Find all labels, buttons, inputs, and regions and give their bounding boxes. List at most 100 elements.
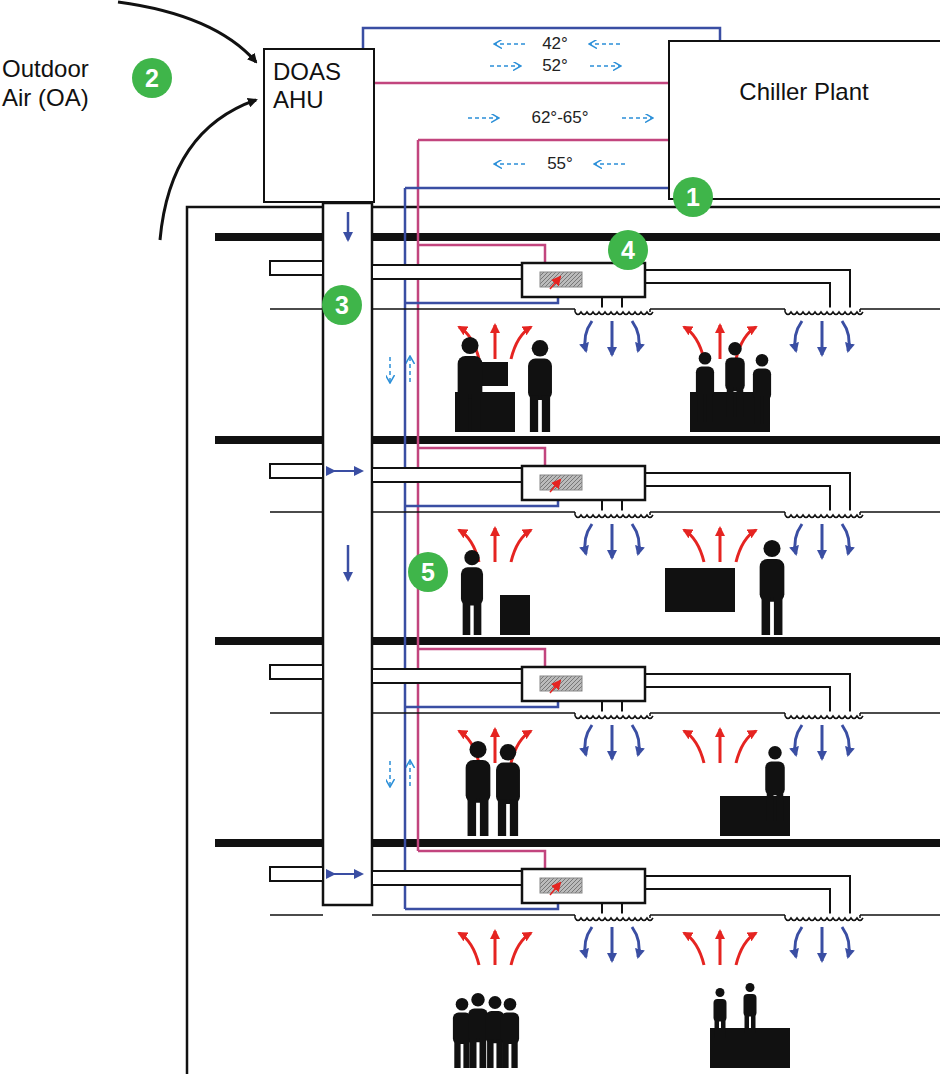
person-silhouette <box>500 744 517 761</box>
temperature-label: 55° <box>544 154 576 174</box>
ceiling-line <box>270 712 940 714</box>
heat-arrow <box>719 729 722 763</box>
water-flow-arrow <box>409 761 411 786</box>
cool-air-arrow <box>842 524 849 554</box>
heat-arrow <box>550 277 560 289</box>
person-silhouette <box>716 988 725 997</box>
callout-number: 3 <box>322 285 362 325</box>
person-silhouette <box>756 354 769 367</box>
person-silhouette <box>721 1018 726 1038</box>
duct <box>602 297 622 309</box>
heat-arrow <box>494 729 497 763</box>
person-silhouette <box>768 746 782 760</box>
diffuser <box>575 515 653 518</box>
air-flow-arrow <box>347 212 350 240</box>
flow-direction-arrows <box>468 44 652 164</box>
cool-air-arrow <box>611 725 614 759</box>
person-silhouette <box>461 337 478 354</box>
person-silhouette <box>728 342 742 356</box>
return-branch <box>418 245 545 263</box>
cool-air-arrow <box>585 321 592 351</box>
diffuser <box>785 515 863 518</box>
person-silhouette <box>472 394 481 432</box>
person-silhouette <box>456 998 469 1011</box>
person-silhouette <box>510 799 518 836</box>
cool-air-arrow <box>795 524 802 554</box>
heat-arrow <box>736 933 756 965</box>
person-silhouette <box>745 1013 750 1033</box>
person-silhouette <box>765 762 785 796</box>
air-flow-arrow <box>347 545 350 580</box>
diffuser <box>575 915 860 918</box>
supply-riser <box>404 188 407 909</box>
heat-arrow <box>550 883 560 895</box>
person-silhouette <box>502 1040 508 1068</box>
heat-arrow <box>736 731 756 763</box>
person-silhouette <box>511 1040 517 1068</box>
person-silhouette <box>760 559 785 602</box>
person-silhouette <box>767 791 774 821</box>
duct-stub <box>270 464 323 478</box>
person-silhouette <box>777 791 784 821</box>
heat-arrow <box>459 327 479 359</box>
return-pipe <box>418 139 668 142</box>
water-flow-arrow <box>389 761 391 786</box>
person-silhouette <box>474 601 482 635</box>
diffuser <box>575 716 653 719</box>
person-silhouette <box>532 340 549 357</box>
ceiling-line <box>270 914 940 916</box>
person-silhouette <box>480 798 489 836</box>
callout-number: 1 <box>673 177 713 217</box>
person-silhouette <box>751 1013 756 1033</box>
person-silhouette <box>466 760 491 803</box>
cool-air-arrow <box>611 321 614 355</box>
cool-air-arrow <box>632 321 639 351</box>
cool-air-arrow <box>842 725 849 755</box>
cool-air-arrow <box>795 321 802 351</box>
person-silhouette <box>737 387 744 417</box>
temperature-label: 62°-65° <box>528 108 591 128</box>
return-branch <box>418 851 545 869</box>
diffuser <box>575 309 860 312</box>
duct <box>645 473 850 512</box>
person-silhouette <box>727 387 734 417</box>
node-label: Chiller Plant <box>739 78 869 106</box>
ceiling-gap <box>575 712 860 715</box>
coil <box>540 272 582 287</box>
cool-air-arrow <box>821 321 824 355</box>
diffuser <box>785 312 863 315</box>
person-silhouette <box>504 998 517 1011</box>
person-silhouette <box>763 540 780 557</box>
person-silhouette <box>542 395 550 432</box>
person-silhouette <box>471 993 485 1007</box>
duct <box>372 669 522 683</box>
heat-arrow <box>550 681 560 693</box>
diffuser <box>785 716 863 719</box>
building-outline <box>187 207 940 1074</box>
heat-arrow <box>511 933 531 965</box>
duct <box>645 876 850 915</box>
person-silhouette <box>463 601 471 635</box>
person-silhouette <box>464 550 479 565</box>
person-silhouette <box>706 394 712 422</box>
temperature-label: 52° <box>539 56 571 76</box>
person-silhouette <box>528 359 552 400</box>
heat-arrow <box>494 325 497 359</box>
person-silhouette <box>725 358 745 392</box>
desk-silhouette <box>500 595 530 635</box>
callout-number: 4 <box>608 230 648 270</box>
person-silhouette <box>699 352 712 365</box>
node-label: DOAS AHU <box>273 58 365 113</box>
person-silhouette <box>469 741 486 758</box>
chilled-water-return-pipe <box>375 82 668 85</box>
return-riser <box>417 140 420 851</box>
person-silhouette <box>763 396 769 424</box>
coil <box>540 475 582 490</box>
coil <box>540 878 582 893</box>
ceiling-line <box>270 511 940 513</box>
air-flow-arrow <box>334 470 362 472</box>
heat-arrow <box>684 530 704 562</box>
heat-arrow <box>719 528 722 562</box>
cool-air-arrow <box>842 321 849 351</box>
